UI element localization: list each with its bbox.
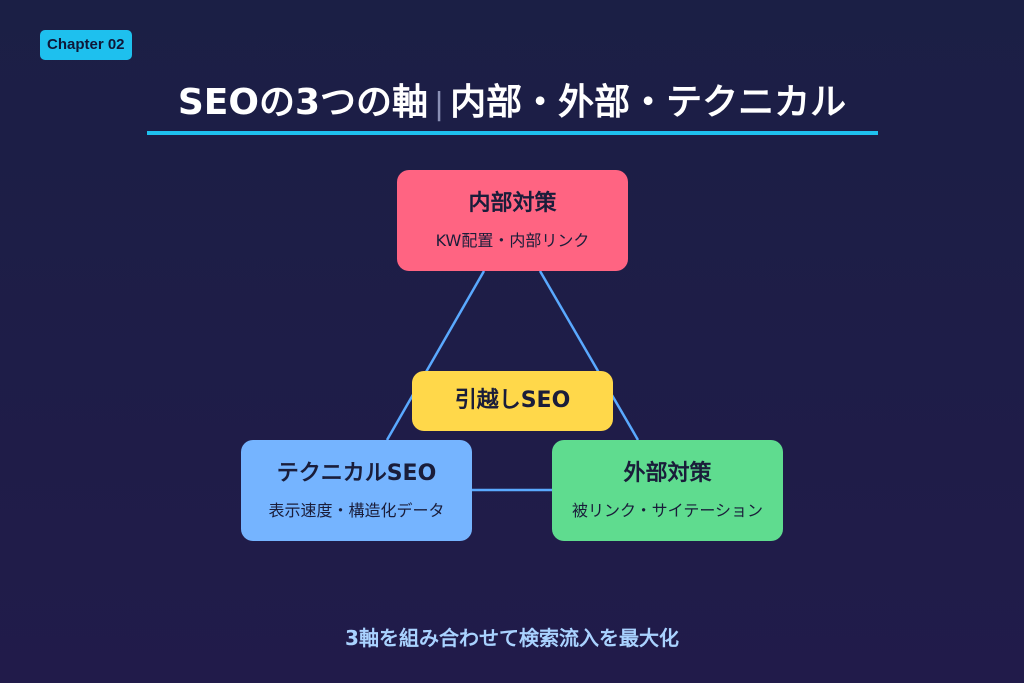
connector-internal-technical <box>385 270 486 441</box>
node-technical-heading: テクニカルSEO <box>276 461 437 486</box>
node-external-measures: 外部対策 被リンク・サイテーション <box>552 440 783 541</box>
node-technical-seo: テクニカルSEO 表示速度・構造化データ <box>241 440 472 541</box>
title-separator: | <box>434 87 445 122</box>
connector-internal-external <box>538 270 640 441</box>
footer-caption: 3軸を組み合わせて検索流入を最大化 <box>345 626 679 650</box>
node-internal-heading: 内部対策 <box>468 191 557 216</box>
title-sub: 内部・外部・テクニカル <box>450 82 847 123</box>
node-technical-sub: 表示速度・構造化データ <box>268 501 445 520</box>
title-underline <box>147 131 878 135</box>
node-external-heading: 外部対策 <box>623 461 712 486</box>
node-internal-measures: 内部対策 KW配置・内部リンク <box>397 170 628 271</box>
node-internal-sub: KW配置・内部リンク <box>435 231 590 250</box>
node-external-sub: 被リンク・サイテーション <box>571 501 764 520</box>
chapter-badge: Chapter 02 <box>40 30 132 60</box>
title-main: SEOの3つの軸 <box>177 82 429 123</box>
page-title: SEOの3つの軸|内部・外部・テクニカル <box>0 80 1024 128</box>
node-center-heading: 引越しSEO <box>454 388 571 413</box>
node-center: 引越しSEO <box>412 371 613 431</box>
